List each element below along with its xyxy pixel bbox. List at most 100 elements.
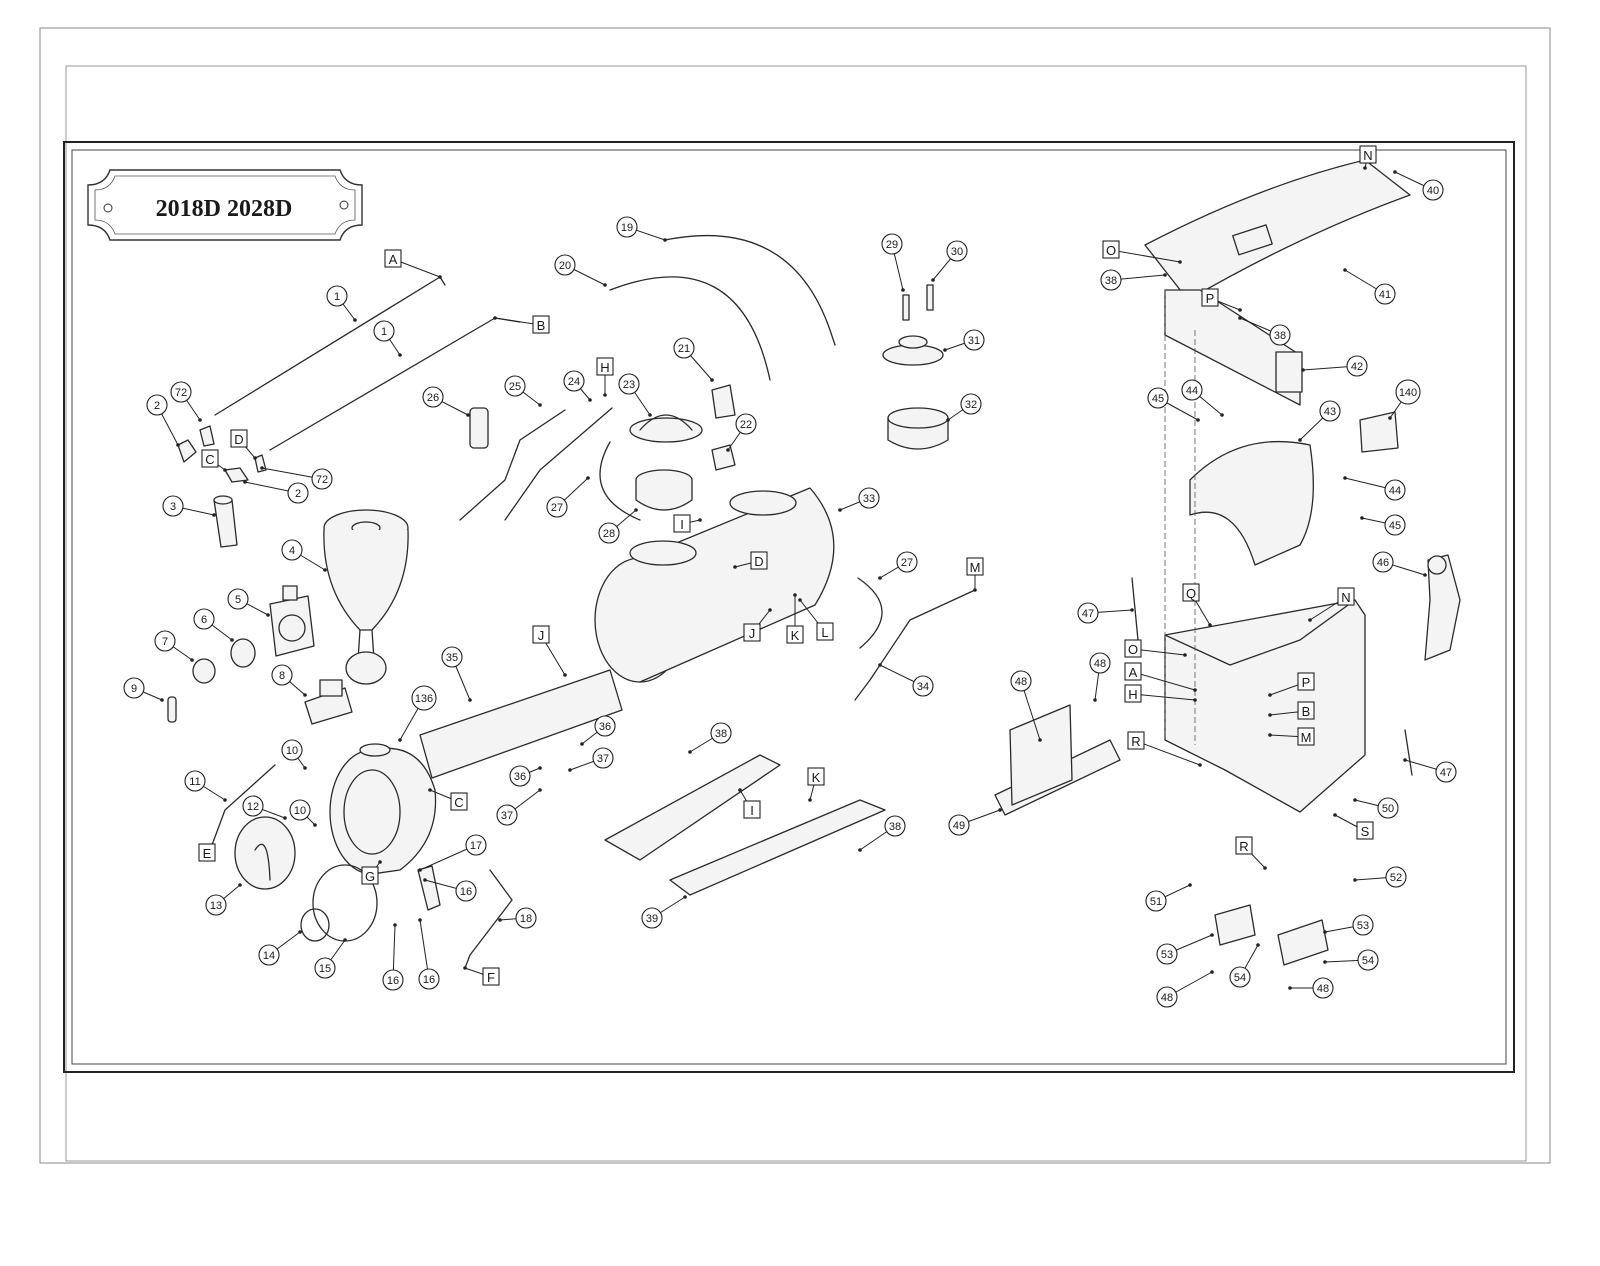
- callout-leader-tip: [223, 798, 227, 802]
- boiler-dome-front: [629, 540, 697, 566]
- callout-circle: [592, 747, 614, 769]
- callout-label: B: [1302, 704, 1311, 719]
- callout-label: 44: [1186, 385, 1198, 397]
- callout-circle: [1377, 797, 1399, 819]
- callout-circle: [314, 957, 336, 979]
- callout-31: 31: [943, 329, 985, 352]
- callout-circle: [465, 834, 487, 856]
- callout-leader-tip: [418, 918, 422, 922]
- callout-circle: [154, 630, 176, 652]
- callout-leader-tip: [538, 403, 542, 407]
- callout-leader-tip: [423, 878, 427, 882]
- callout-label: 26: [427, 392, 439, 404]
- callout-leader-tip: [1178, 260, 1182, 264]
- callout-label: 1: [334, 291, 340, 303]
- callout-box: [230, 429, 248, 448]
- frame-I: [604, 754, 781, 861]
- rod-18: [464, 869, 513, 969]
- callout-label: 10: [286, 745, 298, 757]
- callout-label: 3: [170, 501, 176, 513]
- smokebox-body: [371, 747, 437, 875]
- handrail-B: [269, 317, 496, 451]
- boiler-body: [639, 487, 835, 683]
- callout-leader-tip: [901, 288, 905, 292]
- callout-label: 24: [568, 376, 580, 388]
- callout-circle: [509, 765, 531, 787]
- callout-2a: 2: [146, 394, 180, 447]
- callout-leader-tip: [1343, 268, 1347, 272]
- stanchion-72a: [199, 425, 215, 447]
- callout-leader-tip: [683, 895, 687, 899]
- callout-label: 16: [423, 974, 435, 986]
- callout-circle: [616, 216, 638, 238]
- callout-33: 33: [838, 487, 880, 512]
- callout-circle: [281, 739, 303, 761]
- callout-19: 19: [616, 216, 667, 242]
- callout-circle: [146, 394, 168, 416]
- callout-leader: [1132, 693, 1196, 701]
- callout-34: 34: [878, 663, 934, 697]
- callout-label: 4: [289, 545, 295, 557]
- callout-circle: [1385, 866, 1407, 888]
- callout-label: 9: [131, 683, 137, 695]
- callout-D2: D: [733, 551, 768, 570]
- callout-label: B: [537, 318, 546, 333]
- guide-lines: [1164, 290, 1196, 745]
- callout-leader-tip: [1193, 698, 1197, 702]
- callout-circle: [1156, 943, 1178, 965]
- callout-circle: [373, 320, 395, 342]
- rod-24: [504, 407, 613, 521]
- callout-box: [743, 800, 761, 819]
- callout-label: 31: [968, 335, 980, 347]
- callout-label: 16: [387, 975, 399, 987]
- callout-13: 13: [205, 883, 242, 916]
- callout-box: [1127, 731, 1145, 750]
- callout-circle: [205, 894, 227, 916]
- callout-box: [482, 967, 500, 986]
- callout-A2: A: [1124, 662, 1197, 692]
- callout-leader-tip: [1256, 943, 1260, 947]
- callout-28: 28: [598, 508, 638, 544]
- callout-circle: [563, 370, 585, 392]
- callout-circle: [311, 468, 333, 490]
- callout-37b: 37: [496, 788, 542, 826]
- callout-circle: [1010, 670, 1032, 692]
- callout-circle: [1374, 283, 1396, 305]
- rod-11: [211, 764, 276, 846]
- callout-circle: [1156, 986, 1178, 1008]
- callout-label: M: [970, 560, 981, 575]
- callout-circle: [258, 944, 280, 966]
- callout-leader-tip: [568, 768, 572, 772]
- callout-box: [1124, 639, 1142, 658]
- callout-leader-tip: [1343, 476, 1347, 480]
- callout-circle: [1100, 269, 1122, 291]
- boiler-band-27b: [857, 577, 883, 649]
- callout-box: [1124, 684, 1142, 703]
- callout-circle: [594, 715, 616, 737]
- callout-leader-tip: [1210, 933, 1214, 937]
- callout-38d: 38: [1238, 316, 1291, 346]
- callout-label: C: [454, 795, 463, 810]
- callout-leader-tip: [738, 788, 742, 792]
- callout-N1: N: [1359, 145, 1377, 170]
- callout-leader-tip: [253, 456, 257, 460]
- dome-band-20: [609, 276, 771, 381]
- callout-label: 27: [901, 557, 913, 569]
- floor-wall: [1009, 704, 1073, 806]
- dome-cap-top: [639, 414, 693, 431]
- callout-label: I: [750, 803, 754, 818]
- callout-leader-tip: [260, 466, 264, 470]
- callout-29: 29: [881, 233, 905, 292]
- callout-circle: [948, 814, 970, 836]
- callout-label: G: [365, 869, 375, 884]
- linkage-16: [417, 865, 441, 911]
- callout-label: J: [538, 628, 545, 643]
- part-140: [1359, 411, 1399, 453]
- callout-leader: [1132, 671, 1196, 691]
- callout-leader-tip: [710, 378, 714, 382]
- callout-25: 25: [504, 375, 542, 407]
- callout-16b: 16: [382, 923, 404, 991]
- callout-leader-tip: [343, 938, 347, 942]
- valve-30: [926, 284, 934, 311]
